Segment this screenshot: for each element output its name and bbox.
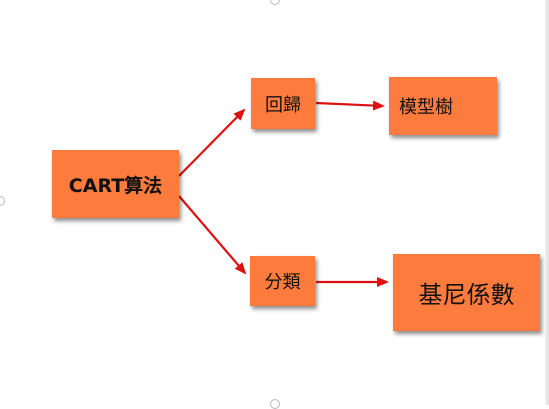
canvas-right-edge (545, 0, 549, 405)
node-regression[interactable]: 回歸 (251, 78, 315, 129)
node-classification-label: 分類 (264, 272, 301, 293)
node-cart-algorithm[interactable]: CART算法 (52, 150, 179, 218)
node-model-tree[interactable]: 模型樹 (389, 77, 497, 135)
canvas-resize-handle-bottom[interactable] (270, 399, 280, 409)
node-gini-coefficient[interactable]: 基尼係數 (393, 254, 540, 331)
node-cart-label: CART算法 (68, 174, 163, 197)
node-regression-label: 回歸 (265, 94, 301, 116)
node-classification[interactable]: 分類 (250, 256, 315, 306)
node-model-tree-label: 模型樹 (399, 97, 453, 118)
arrow-cart-to-regression (178, 108, 246, 177)
arrow-cart-to-classification (178, 195, 247, 275)
arrow-regression-to-model-tree (315, 100, 385, 111)
node-gini-label: 基尼係數 (418, 281, 515, 309)
